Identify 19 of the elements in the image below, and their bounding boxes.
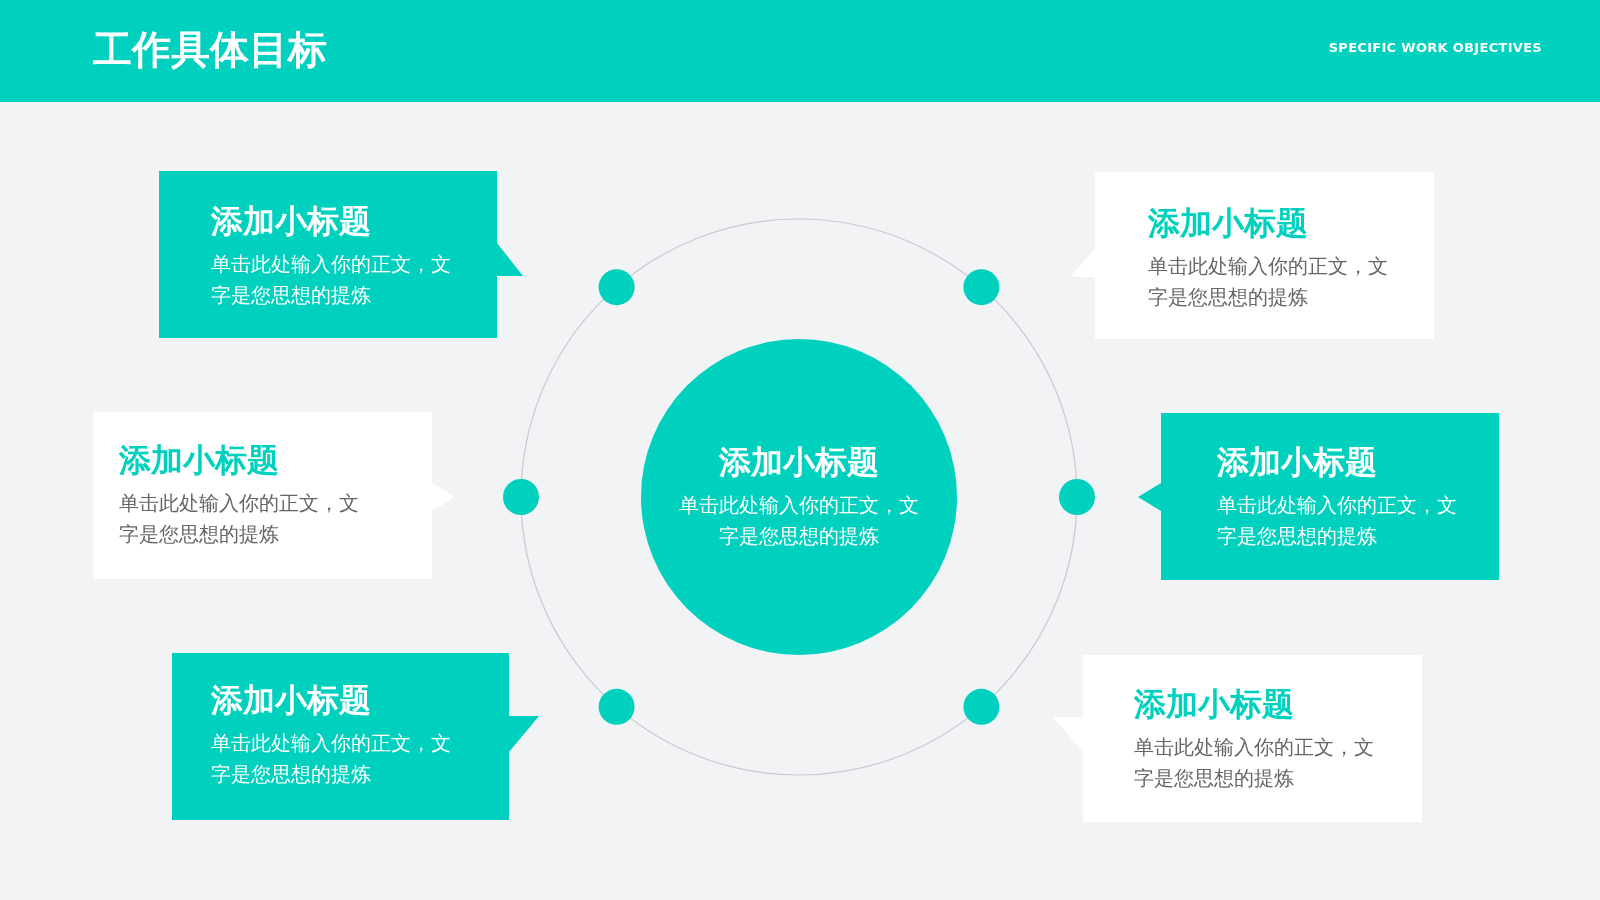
page-title: 工作具体目标 <box>93 27 327 73</box>
subheading: 添加小标题 <box>119 440 279 480</box>
body-text: 单击此处输入你的正文，文字是您思想的提炼 <box>1134 734 1375 792</box>
callout-box <box>159 171 523 338</box>
callout-box <box>172 653 539 820</box>
subheading: 添加小标题 <box>211 201 371 241</box>
body-text: 单击此处输入你的正文，文字是您思想的提炼 <box>119 490 360 548</box>
body-text: 单击此处输入你的正文，文字是您思想的提炼 <box>211 251 452 309</box>
page-subtitle: SPECIFIC WORK OBJECTIVES <box>1328 39 1542 57</box>
callout-box <box>1138 413 1499 580</box>
subheading: 添加小标题 <box>1134 684 1294 724</box>
body-text: 单击此处输入你的正文，文字是您思想的提炼 <box>678 492 920 550</box>
subheading: 添加小标题 <box>1148 203 1308 243</box>
subheading: 添加小标题 <box>211 680 371 720</box>
subheading: 添加小标题 <box>1217 442 1377 482</box>
body-text: 单击此处输入你的正文，文字是您思想的提炼 <box>1148 253 1389 311</box>
body-text: 单击此处输入你的正文，文字是您思想的提炼 <box>211 730 452 788</box>
body-text: 单击此处输入你的正文，文字是您思想的提炼 <box>1217 492 1458 550</box>
subheading: 添加小标题 <box>719 442 879 482</box>
